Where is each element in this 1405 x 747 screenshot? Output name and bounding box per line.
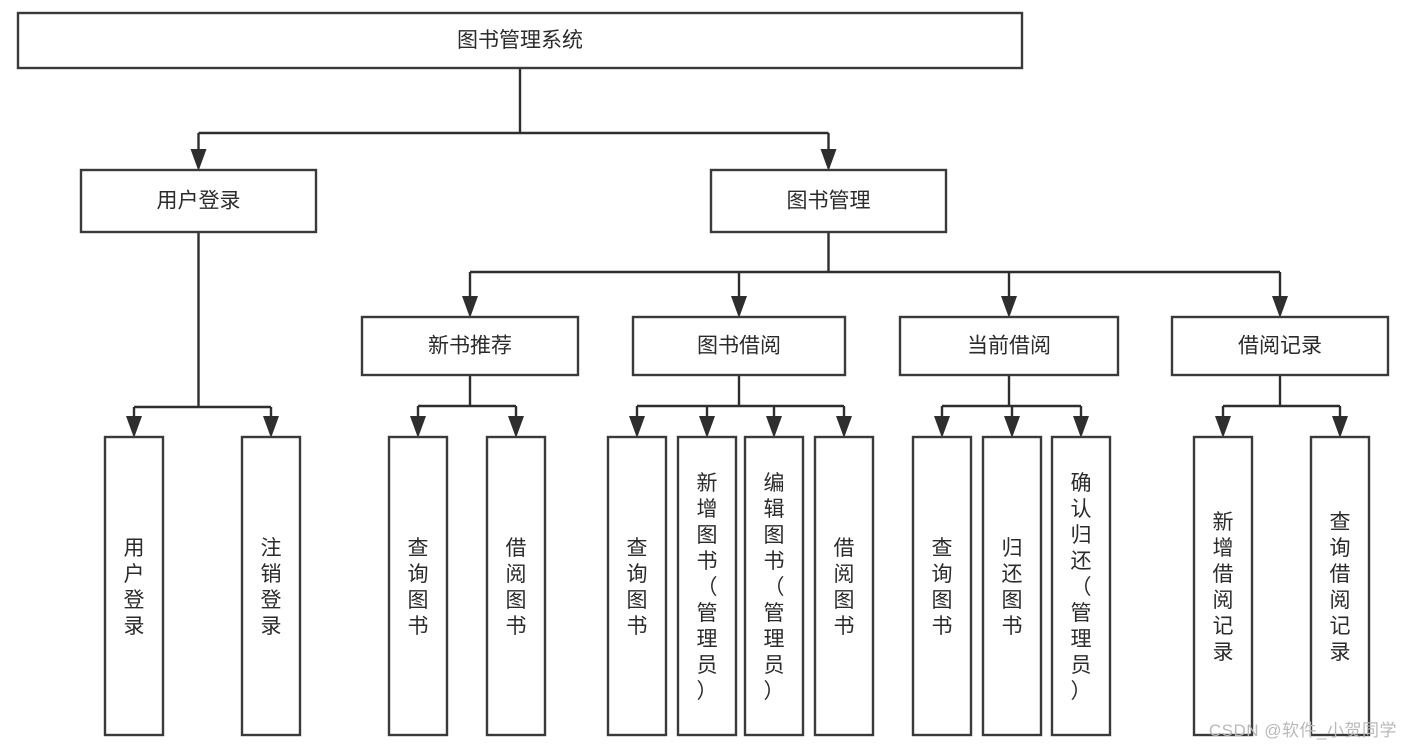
node-label: 注销登录	[261, 537, 282, 638]
node-label: 图书管理系统	[457, 29, 583, 52]
node-label: 图书管理	[787, 190, 871, 213]
node-label: 用户登录	[124, 537, 145, 638]
node-box	[1050, 435, 1112, 737]
node-new-book-rec[interactable]: 新书推荐	[360, 315, 580, 377]
csdn-watermark: CSDN @软件_小贺同学	[1208, 721, 1397, 740]
node-leaf-user-login[interactable]: 用户登录	[103, 435, 165, 737]
node-leaf-return-book[interactable]: 归还图书	[981, 435, 1043, 737]
node-box	[709, 168, 948, 234]
node-leaf-query-book-c[interactable]: 查询图书	[911, 435, 973, 737]
node-label: 图书借阅	[697, 335, 781, 358]
node-box	[79, 168, 318, 234]
node-leaf-query-book-a[interactable]: 查询图书	[387, 435, 449, 737]
node-root[interactable]: 图书管理系统	[16, 11, 1024, 70]
node-leaf-query-book-b[interactable]: 查询图书	[606, 435, 668, 737]
node-box	[813, 435, 875, 737]
node-box	[1192, 435, 1254, 737]
node-leaf-confirm-return[interactable]: 确认归还（管理员）	[1050, 435, 1112, 737]
node-label: 新增借阅记录	[1213, 511, 1234, 664]
node-label: 编辑图书（管理员）	[764, 472, 785, 703]
node-label: 查询图书	[408, 537, 429, 638]
node-label: 归还图书	[1002, 537, 1023, 638]
node-box	[103, 435, 165, 737]
node-box	[485, 435, 547, 737]
node-label: 新书推荐	[428, 335, 512, 358]
node-box	[1170, 315, 1390, 377]
node-leaf-borrow-book-b[interactable]: 借阅图书	[813, 435, 875, 737]
node-current-borrow[interactable]: 当前借阅	[898, 315, 1120, 377]
node-leaf-add-book[interactable]: 新增图书（管理员）	[676, 435, 738, 737]
node-box	[360, 315, 580, 377]
node-book-manage[interactable]: 图书管理	[709, 168, 948, 234]
node-box	[387, 435, 449, 737]
node-box	[16, 11, 1024, 70]
node-leaf-add-record[interactable]: 新增借阅记录	[1192, 435, 1254, 737]
node-label: 借阅图书	[506, 537, 527, 638]
node-label: 查询图书	[932, 537, 953, 638]
node-box	[606, 435, 668, 737]
node-label: 新增图书（管理员）	[697, 472, 718, 703]
node-label: 当前借阅	[967, 335, 1051, 358]
node-label: 用户登录	[157, 190, 241, 213]
node-leaf-query-record[interactable]: 查询借阅记录	[1309, 435, 1371, 737]
node-box	[981, 435, 1043, 737]
node-leaf-logout[interactable]: 注销登录	[240, 435, 302, 737]
node-box	[631, 315, 847, 377]
node-box	[676, 435, 738, 737]
node-borrow-record[interactable]: 借阅记录	[1170, 315, 1390, 377]
node-label: 确认归还（管理员）	[1071, 472, 1092, 703]
node-label: 借阅图书	[834, 537, 855, 638]
node-leaf-edit-book[interactable]: 编辑图书（管理员）	[743, 435, 805, 737]
node-user-login[interactable]: 用户登录	[79, 168, 318, 234]
connector-layer	[126, 68, 1348, 438]
node-box	[898, 315, 1120, 377]
node-label: 查询图书	[627, 537, 648, 638]
node-box	[240, 435, 302, 737]
node-label: 查询借阅记录	[1330, 511, 1351, 664]
node-box	[1309, 435, 1371, 737]
node-book-borrow[interactable]: 图书借阅	[631, 315, 847, 377]
node-layer: 图书管理系统用户登录图书管理新书推荐图书借阅当前借阅借阅记录用户登录注销登录查询…	[16, 11, 1390, 737]
node-leaf-borrow-book-a[interactable]: 借阅图书	[485, 435, 547, 737]
node-box	[911, 435, 973, 737]
node-box	[743, 435, 805, 737]
node-label: 借阅记录	[1238, 335, 1322, 358]
